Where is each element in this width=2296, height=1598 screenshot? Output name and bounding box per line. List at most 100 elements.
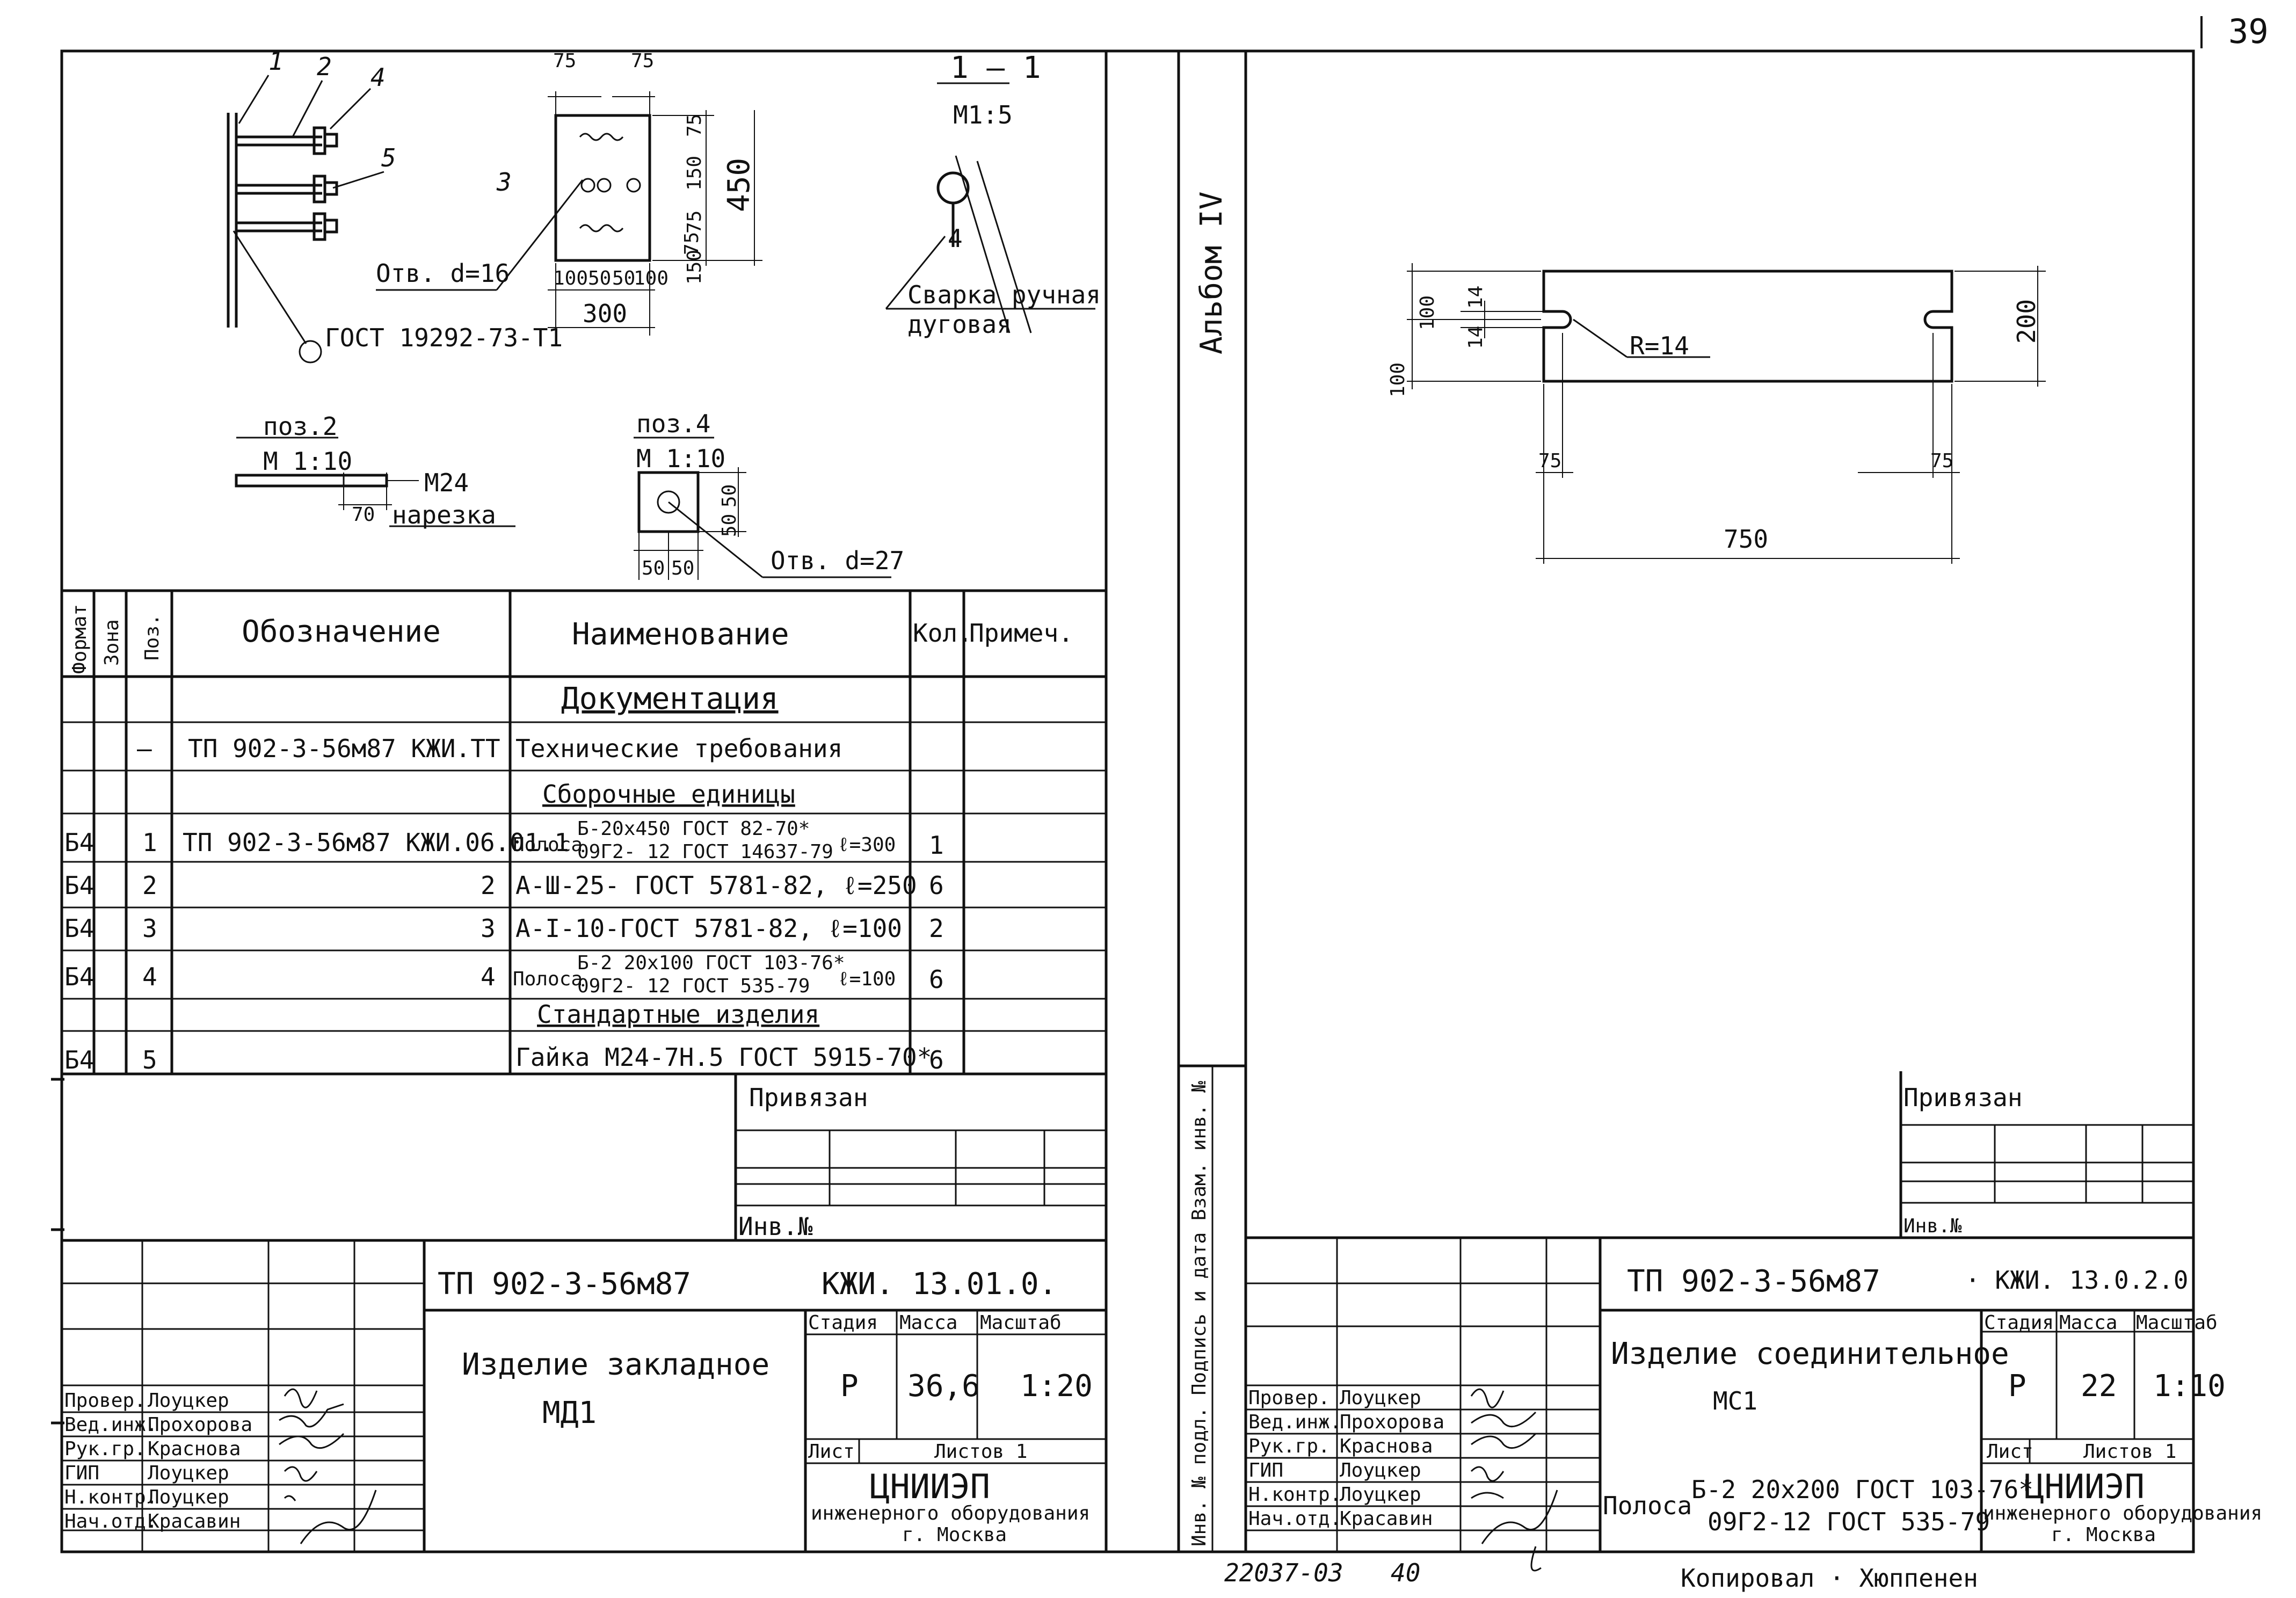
left-doc-number: ТП 902-3-56м87 — [438, 1267, 691, 1302]
left-sheet-header: Лист — [808, 1441, 855, 1463]
footer-code: 22037-03 — [1224, 1558, 1343, 1587]
pos-label-2: 2 — [317, 52, 332, 81]
dim-75a: 75 — [553, 50, 576, 72]
row4-format: Б4 — [64, 914, 94, 943]
left-plate-view — [376, 91, 762, 336]
row2-name-post: ℓ=300 — [838, 834, 896, 856]
hdr-zone: Зона — [101, 619, 123, 666]
pos2-detail — [235, 437, 515, 527]
left-name-4: Лоуцкер — [148, 1462, 229, 1484]
dim-75d: 75 — [684, 210, 706, 234]
left-inv: Инв.№ — [738, 1212, 813, 1241]
dim-100a: 100 — [553, 267, 588, 289]
dim-450: 450 — [722, 158, 757, 212]
section-assembly: Сборочные единицы — [542, 780, 795, 809]
pos-label-3: 3 — [496, 168, 512, 197]
row5-name-top: Б-2 20х100 ГОСТ 103-76* — [577, 952, 845, 974]
pos4-dim2: 50 — [718, 514, 740, 537]
section-standard: Стандартные изделия — [537, 1000, 819, 1029]
left-name-1: Лоуцкер — [148, 1390, 229, 1412]
left-role-5: Н.контр. — [64, 1486, 157, 1508]
dim-14b: 14 — [1465, 326, 1487, 349]
right-role-4: ГИП — [1248, 1459, 1283, 1481]
pos4-detail — [634, 437, 891, 580]
right-name-5: Лоуцкер — [1340, 1484, 1421, 1506]
left-org-3: г. Москва — [902, 1524, 1007, 1546]
pos4-dim4: 50 — [671, 557, 694, 579]
pos-label-5: 5 — [381, 143, 396, 172]
left-name-2: Прохорова — [148, 1414, 252, 1436]
album-label: Альбом IV — [1194, 192, 1229, 354]
signature-strokes — [279, 1388, 1558, 1572]
row4-designation: 3 — [481, 914, 496, 943]
row6-format: Б4 — [64, 1045, 94, 1074]
row1-designation: ТП 902-3-56м87 КЖИ.ТТ — [188, 734, 500, 763]
dim-100-top: 100 — [1416, 295, 1438, 330]
right-mass-header: Масса — [2059, 1312, 2117, 1334]
left-doc-code: КЖИ. 13.01.0. — [822, 1267, 1057, 1302]
right-strip-bot: 09Г2-12 ГОСТ 535-79 — [1708, 1507, 1990, 1536]
left-scale: 1:20 — [1020, 1369, 1093, 1404]
dim-300: 300 — [583, 299, 627, 328]
weld-note-2: дуговая — [907, 310, 1012, 339]
row6-name: Гайка М24-7Н.5 ГОСТ 5915-70* — [515, 1043, 932, 1072]
row2-format: Б4 — [64, 828, 94, 857]
right-scale-header: Масштаб — [2136, 1312, 2218, 1334]
dim-75c: 75 — [684, 114, 706, 137]
row5-designation: 4 — [481, 962, 496, 991]
row5-pos: 4 — [142, 962, 157, 991]
right-name-2: Прохорова — [1340, 1411, 1444, 1433]
right-strip-pre: Полоса — [1603, 1491, 1692, 1520]
dim-75-left: 75 — [1538, 450, 1561, 472]
right-stage-header: Стадия — [1984, 1312, 2054, 1334]
footer-copied: Копировал · Хюппенен — [1681, 1564, 1978, 1593]
row3-designation: 2 — [481, 871, 496, 900]
hdr-format: Формат — [69, 604, 91, 674]
hdr-designation: Обозначение — [242, 614, 441, 649]
left-privyazan: Привязан — [749, 1083, 868, 1112]
left-org-2: инженерного оборудования — [811, 1502, 1090, 1524]
section-docs: Документация — [561, 681, 779, 716]
dim-100b: 100 — [634, 267, 669, 289]
outer-frame — [60, 49, 2195, 1553]
pos2-title: поз.2 — [263, 412, 337, 441]
row5-qty: 6 — [929, 965, 944, 994]
right-role-1: Провер. — [1248, 1387, 1330, 1409]
right-role-2: Вед.инж. — [1248, 1411, 1341, 1433]
dim-200: 200 — [2012, 299, 2041, 344]
dim-150a: 150 — [684, 156, 706, 191]
pos-label-1: 1 — [268, 47, 284, 76]
right-role-3: Рук.гр. — [1248, 1435, 1330, 1457]
pos4-hole: Отв. d=27 — [771, 546, 904, 575]
pos4-dim1: 50 — [718, 484, 740, 507]
row3-pos: 2 — [142, 871, 157, 900]
right-org-1: ЦНИИЭП — [2024, 1467, 2145, 1506]
left-role-1: Провер. — [64, 1390, 146, 1412]
pos2-thread: М24 — [424, 468, 469, 497]
right-privyazan: Привязан — [1903, 1083, 2023, 1112]
right-mass: 22 — [2081, 1369, 2117, 1404]
row2-pos: 1 — [142, 828, 157, 857]
row1-pos: — — [137, 734, 152, 763]
right-name-4: Лоуцкер — [1340, 1459, 1421, 1481]
left-mass-header: Масса — [899, 1312, 957, 1334]
left-org-1: ЦНИИЭП — [870, 1467, 990, 1506]
right-strip-top: Б-2 20х200 ГОСТ 103-76* — [1691, 1475, 2033, 1504]
row4-qty: 2 — [929, 914, 944, 943]
row4-name: А-I-10-ГОСТ 5781-82, ℓ=100 — [515, 914, 902, 943]
right-doc-code: · КЖИ. 13.0.2.0 — [1965, 1266, 2188, 1295]
weld-pos: 4 — [948, 224, 963, 253]
dim-75e: 75 — [681, 232, 703, 255]
row3-qty: 6 — [929, 871, 944, 900]
pos2-len: 70 — [352, 504, 375, 526]
row2-designation: ТП 902-3-56м87 КЖИ.06.01.1 — [183, 828, 569, 857]
weld-note-1: Сварка ручная — [907, 280, 1101, 309]
left-role-2: Вед.инж. — [64, 1414, 157, 1436]
hdr-pos: Поз. — [141, 614, 163, 660]
pos2-note: нарезка — [392, 500, 496, 529]
dim-150b: 150 — [684, 250, 706, 285]
dim-14a: 14 — [1465, 286, 1487, 309]
section-scale: М1:5 — [953, 100, 1013, 129]
pos4-scale: М 1:10 — [636, 444, 725, 473]
